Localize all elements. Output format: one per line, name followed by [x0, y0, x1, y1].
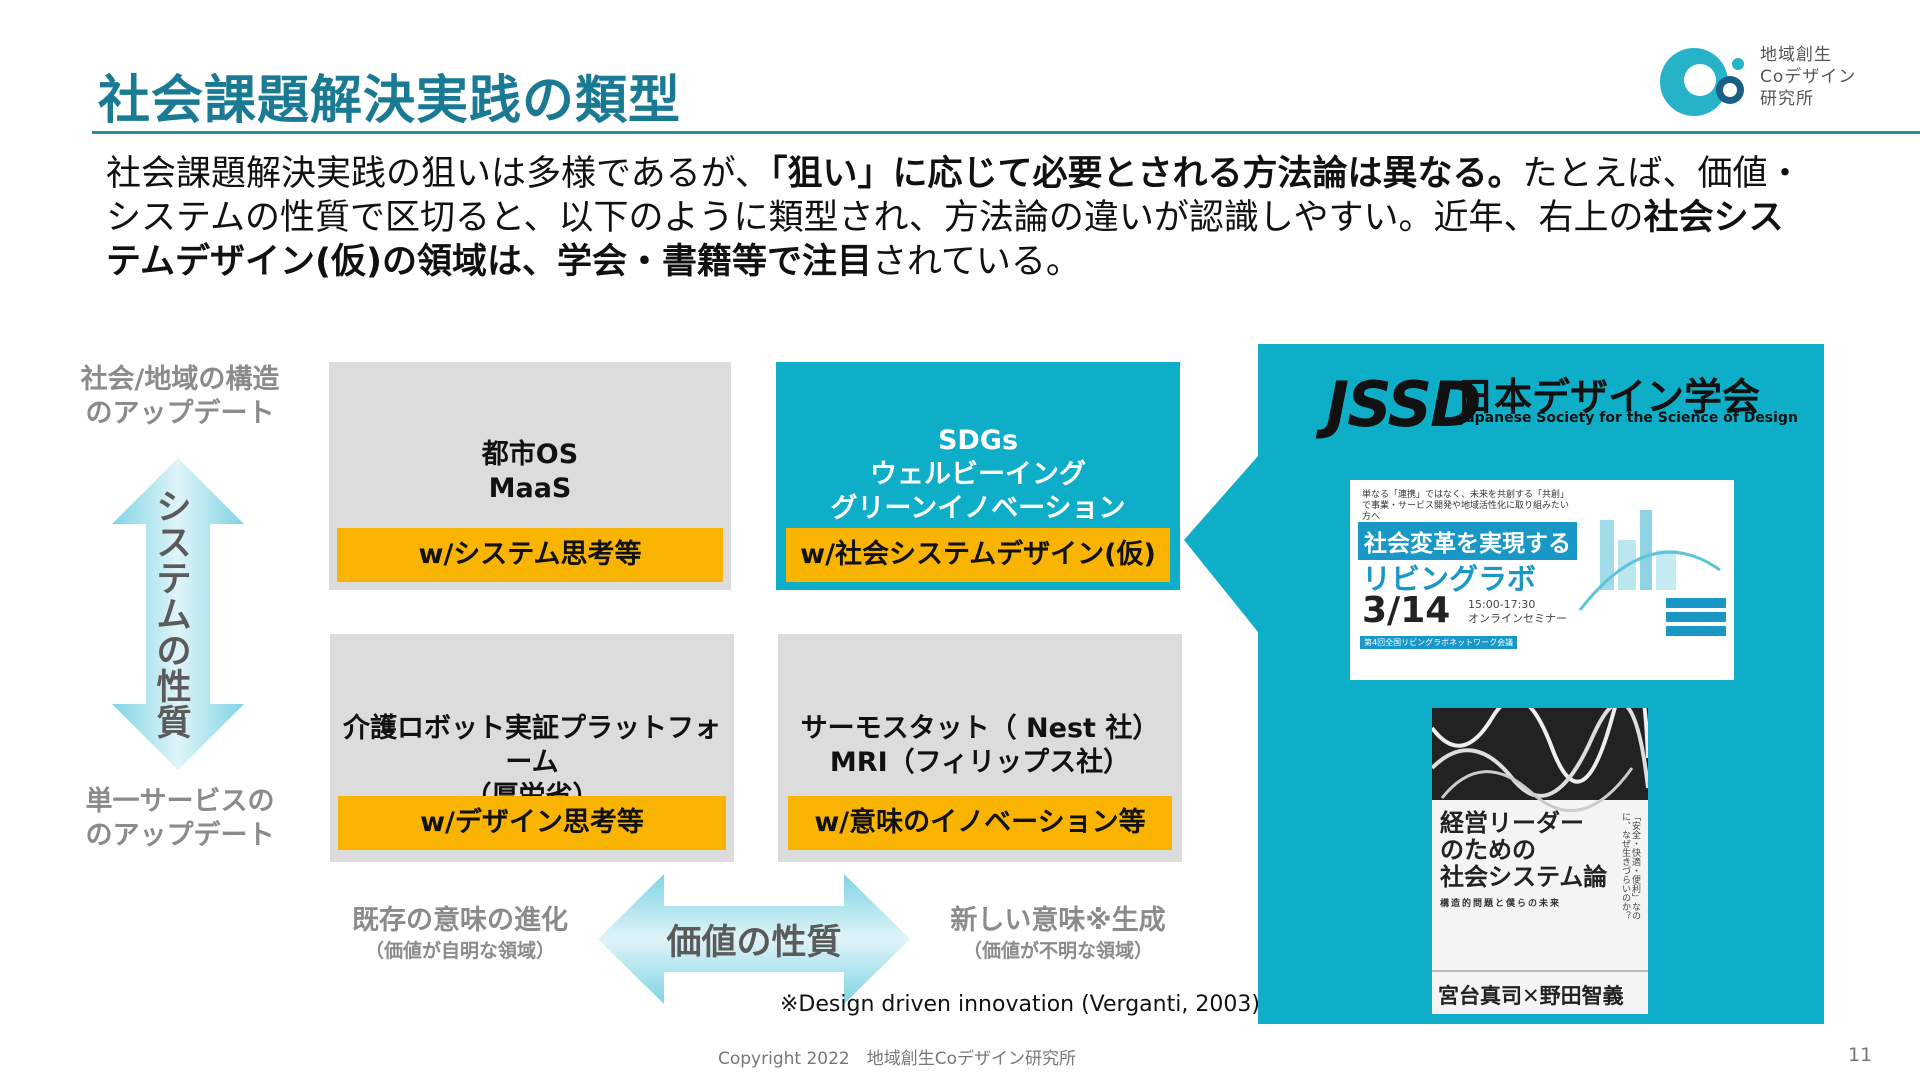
vertical-double-arrow-icon	[112, 458, 244, 770]
book-cover-image: 経営リーダー のための 社会システム論 構造的問題と僕らの未来 「安全・快適・便…	[1432, 708, 1648, 1014]
logo-text: 地域創生 Coデザイン 研究所	[1760, 45, 1857, 109]
intro-paragraph: 社会課題解決実践の狙いは多様であるが、「狙い」に応じて必要とされる方法論は異なる…	[106, 152, 1806, 284]
flyer-date: 3/14	[1362, 590, 1451, 631]
cityscape-illustration	[1578, 510, 1726, 636]
quadrant-bottom-right: サーモスタット（ Nest 社） MRI（フィリップス社） w/意味のイノベーシ…	[778, 634, 1182, 862]
method-label: w/システム思考等	[337, 528, 723, 582]
flyer-headline-2: リビングラボ	[1362, 562, 1537, 596]
horizontal-axis-left-sublabel: （価値が自明な領域）	[364, 940, 555, 962]
book-subtitle: 構造的問題と僕らの未来	[1440, 899, 1562, 909]
living-lab-flyer-image: 単なる「連携」ではなく、未来を共創する「共創」で事業・サービス開発や地域活性化に…	[1350, 480, 1734, 680]
page-title: 社会課題解決実践の類型	[98, 71, 682, 131]
method-label: w/社会システムデザイン(仮)	[786, 528, 1170, 582]
method-label: w/意味のイノベーション等	[788, 796, 1172, 850]
vertical-axis-bottom-label: 単一サービスの のアップデート	[85, 786, 275, 851]
intro-emphasis-2: 社会システムデザイン(仮)の領域は、学会・書籍等で注目	[106, 198, 1784, 282]
jssd-logo: JSSD	[1326, 368, 1482, 441]
page-number: 11	[1848, 1044, 1873, 1066]
copyright: Copyright 2022 地域創生Coデザイン研究所	[718, 1049, 1077, 1069]
horizontal-axis-right-sublabel: （価値が不明な領域）	[962, 940, 1153, 962]
quadrant-title: 都市OS MaaS	[481, 439, 579, 504]
quadrant-top-left: 都市OS MaaS w/システム思考等	[329, 362, 731, 590]
vertical-axis-arrow-label: システムの性質	[156, 488, 192, 744]
intro-text-2: たとえば、価値・システムの性質で区切ると、以下のように類型され、方法論の違いが認…	[106, 154, 1803, 238]
quadrant-bottom-left: 介護ロボット実証プラットフォーム （厚労省） w/デザイン思考等	[330, 634, 734, 862]
book-pattern-illustration	[1432, 708, 1648, 972]
intro-emphasis-1: 「狙い」に応じて必要とされる方法論は異なる。	[769, 154, 1523, 194]
logo-icon	[1660, 48, 1744, 116]
quadrant-title: サーモスタット（ Nest 社） MRI（フィリップス社）	[800, 713, 1160, 778]
book-authors: 宮台真司✕野田智義	[1438, 984, 1624, 1008]
flyer-intro: 単なる「連携」ではなく、未来を共創する「共創」で事業・サービス開発や地域活性化に…	[1362, 490, 1570, 522]
quadrant-title: SDGs ウェルビーイング グリーンイノベーション	[830, 425, 1126, 524]
society-name: 日本デザイン学会	[1456, 375, 1761, 419]
horizontal-axis-arrow-label: 価値の性質	[666, 923, 842, 963]
intro-text-3: されている。	[871, 242, 1081, 282]
intro-text-1: 社会課題解決実践の狙いは多様であるが、	[106, 154, 770, 194]
book-title: 経営リーダー のための 社会システム論	[1440, 809, 1608, 891]
horizontal-axis-right-caption: 新しい意味※生成 （価値が不明な領域）	[938, 904, 1178, 964]
society-english-name: Japanese Society for the Science of Desi…	[1460, 410, 1798, 426]
vertical-axis-top-label: 社会/地域の構造 のアップデート	[80, 364, 280, 429]
horizontal-axis-left-label: 既存の意味の進化	[352, 905, 568, 936]
horizontal-axis-left-caption: 既存の意味の進化 （価値が自明な領域）	[340, 904, 580, 964]
flyer-time: 15:00-17:30 オンラインセミナー	[1468, 598, 1567, 625]
method-label: w/デザイン思考等	[338, 796, 726, 850]
flyer-headline: 社会変革を実現する	[1358, 522, 1577, 560]
quadrant-top-right: SDGs ウェルビーイング グリーンイノベーション w/社会システムデザイン(仮…	[776, 362, 1180, 590]
horizontal-double-arrow-icon	[598, 874, 910, 1004]
footnote: ※Design driven innovation (Verganti, 200…	[780, 992, 1260, 1017]
title-divider	[92, 131, 1920, 134]
flyer-band: 第4回全国リビングラボネットワーク会議	[1360, 636, 1518, 649]
horizontal-axis-right-label: 新しい意味※生成	[950, 905, 1166, 936]
book-vertical-tagline: 「安全・快適・便利」なのに、なぜ生きづらいのか？	[1620, 812, 1640, 920]
